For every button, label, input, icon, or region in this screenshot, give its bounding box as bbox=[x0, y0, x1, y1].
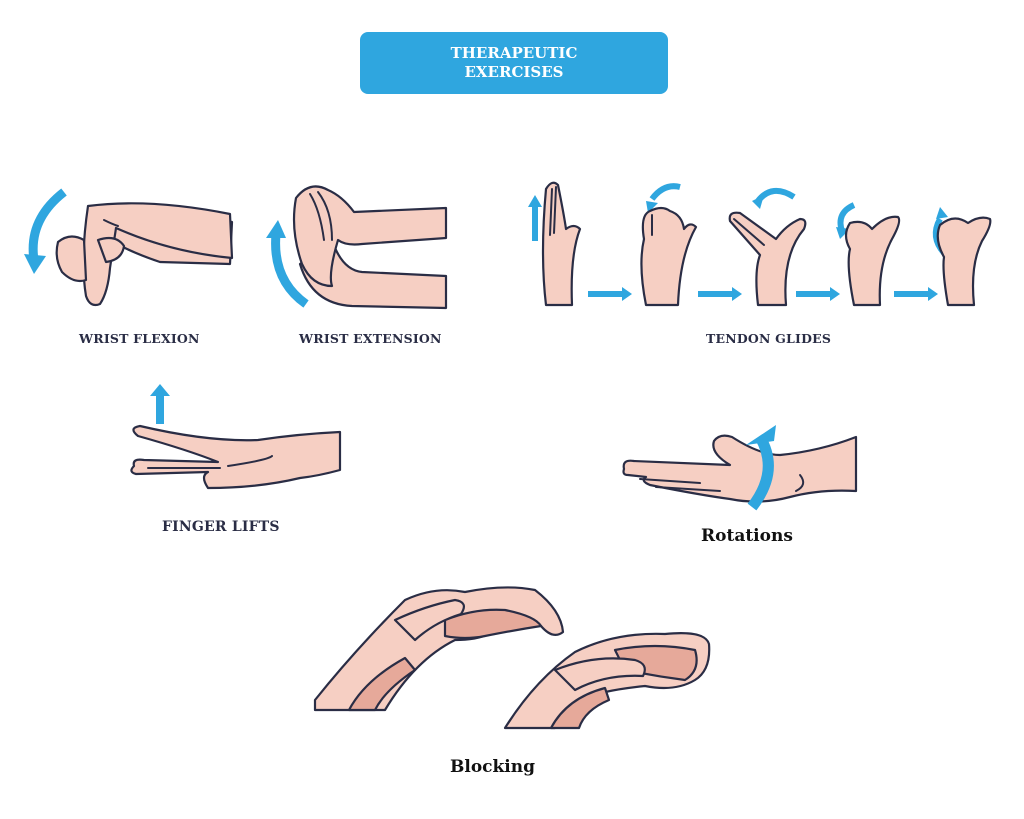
finger-lifts-label: FINGER LIFTS bbox=[162, 519, 280, 535]
curved-arrow-down-icon bbox=[24, 254, 46, 274]
title-line-2: EXERCISES bbox=[464, 63, 564, 81]
wrist-flexion-label: WRIST FLEXION bbox=[79, 331, 200, 346]
arrow-up-icon bbox=[156, 394, 164, 424]
curved-arrow-icon bbox=[646, 201, 658, 213]
title-line-1: THERAPEUTIC bbox=[450, 44, 578, 62]
curved-arrow-icon bbox=[752, 195, 764, 209]
wrist-extension-illustration bbox=[266, 185, 448, 310]
finger-lifts-illustration bbox=[130, 384, 342, 490]
blocking-label: Blocking bbox=[450, 757, 535, 777]
curved-arrow-up-icon bbox=[266, 220, 286, 238]
rotations-label: Rotations bbox=[701, 526, 793, 546]
rotations-illustration bbox=[622, 425, 858, 511]
wrist-flexion-illustration bbox=[24, 188, 234, 307]
tendon-glides-illustration bbox=[528, 181, 992, 307]
tendon-glides-label: TENDON GLIDES bbox=[706, 331, 832, 346]
wrist-extension-label: WRIST EXTENSION bbox=[299, 331, 442, 346]
blocking-illustration bbox=[313, 586, 711, 730]
curved-arrow-icon bbox=[936, 207, 948, 219]
rotate-arrow-icon bbox=[746, 425, 776, 445]
arrow-up-icon bbox=[532, 205, 538, 241]
title-banner: THERAPEUTIC EXERCISES bbox=[360, 32, 668, 94]
